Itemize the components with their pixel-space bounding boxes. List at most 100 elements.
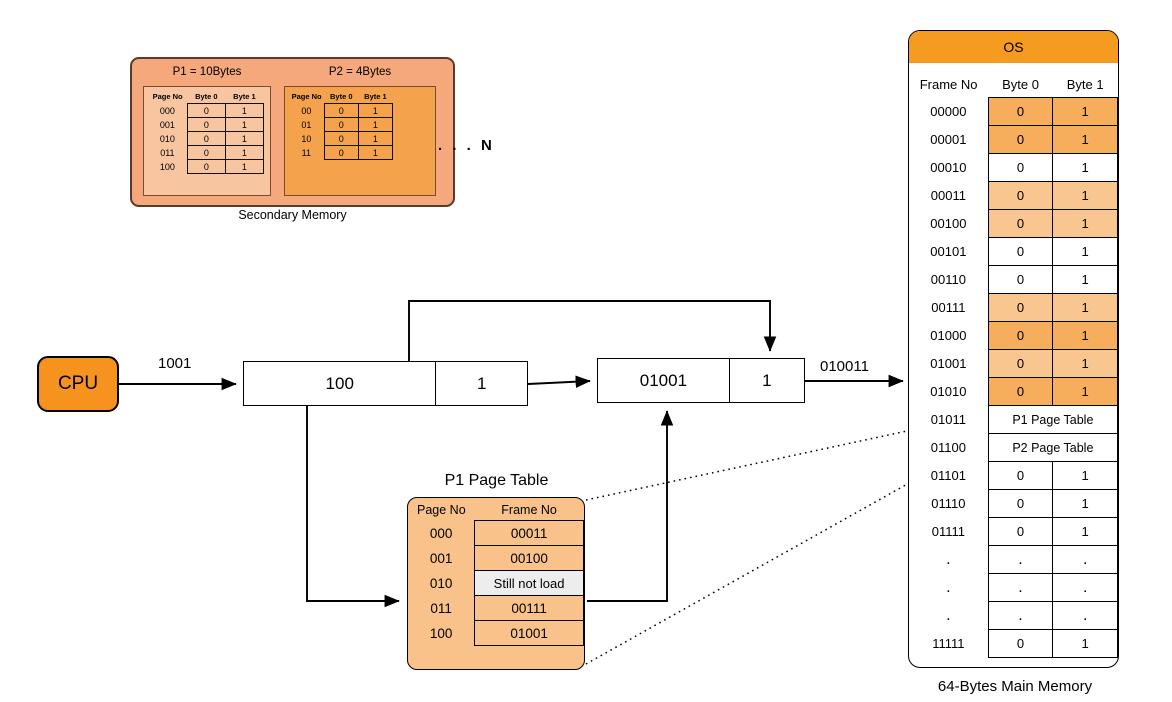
os-region-header: OS <box>909 31 1118 63</box>
byte1-cell: 1 <box>1052 489 1118 518</box>
page-no-cell: 10 <box>301 133 312 144</box>
table-row: 011 00111 <box>408 595 584 621</box>
byte1-cell: 1 <box>357 145 394 160</box>
logical-address-label: 1001 <box>158 355 192 372</box>
frame-no-cell: 01001 <box>474 620 584 646</box>
frame-no-cell: 00111 <box>931 300 966 315</box>
page-no-cell: 000 <box>429 525 453 541</box>
byte0-cell: 0 <box>987 153 1054 182</box>
table-row: 11 0 1 <box>289 145 394 160</box>
physical-address-box: 01001 1 <box>597 358 805 403</box>
secondary-memory-caption: Secondary Memory <box>238 208 347 222</box>
table-header-row: Page No Byte 0 Byte 1 <box>289 90 393 104</box>
page-no-cell: 001 <box>159 119 175 130</box>
col-byte-0: Byte 0 <box>330 92 353 101</box>
table-header-row: Frame No Byte 0 Byte 1 <box>909 77 1118 98</box>
col-frame-no: Frame No <box>919 77 978 93</box>
byte1-cell: 1 <box>1052 461 1118 490</box>
process-p1-title: P1 = 10Bytes <box>172 66 242 78</box>
table-row: 001 00100 <box>408 545 584 571</box>
byte1-cell: 1 <box>1052 293 1118 322</box>
logical-page-number: 100 <box>244 362 437 405</box>
byte0-cell: 0 <box>987 265 1054 294</box>
col-byte-0: Byte 0 <box>1002 77 1039 92</box>
byte1-cell: 1 <box>1052 209 1118 238</box>
byte0-cell: 0 <box>323 103 359 118</box>
byte0-cell: . <box>987 573 1054 602</box>
table-row: 001 0 1 <box>148 117 265 132</box>
cpu-box[interactable]: CPU <box>37 356 119 412</box>
byte1-cell: 1 <box>1052 517 1118 546</box>
logical-offset: 1 <box>476 373 487 393</box>
byte0-cell: 0 <box>323 131 359 146</box>
page-no-cell: 001 <box>429 550 453 566</box>
col-page-no: Page No <box>152 92 183 102</box>
secondary-memory-panel: P1 = 10Bytes Page No Byte 0 Byte 1 000 0 <box>130 57 492 207</box>
byte0-cell: 0 <box>987 97 1054 126</box>
os-label: OS <box>1003 39 1024 55</box>
frame-no-cell: 00111 <box>474 595 584 621</box>
byte1-cell: 1 <box>1052 265 1118 294</box>
table-row: 10 0 1 <box>289 131 394 146</box>
table-row: 011 0 1 <box>148 145 265 160</box>
p1-page-table-grid: Page No Frame No 000 00011 001 00100 010… <box>408 502 584 646</box>
byte0-cell: 0 <box>987 293 1054 322</box>
frame-no-cell: 00101 <box>930 244 967 259</box>
process-p2-table: Page No Byte 0 Byte 1 00 0 1 01 <box>289 90 394 160</box>
byte0-cell: 0 <box>987 349 1054 378</box>
process-p1-table: Page No Byte 0 Byte 1 000 0 1 001 <box>148 90 265 174</box>
byte0-cell: 0 <box>987 629 1054 658</box>
table-row: 000 0 1 <box>148 103 265 118</box>
page-no-cell: 010 <box>429 575 453 591</box>
byte0-cell: . <box>987 601 1054 630</box>
byte0-cell: 0 <box>186 159 226 174</box>
page-no-cell: 100 <box>429 625 453 641</box>
table-row: 01 0 1 <box>289 117 394 132</box>
physical-frame-number: 01001 <box>598 359 730 402</box>
col-byte-0: Byte 0 <box>195 92 218 101</box>
edge-offset-forward <box>527 375 591 388</box>
frame-no-cell: 00100 <box>930 216 967 231</box>
physical-address-label: 010011 <box>820 358 869 375</box>
frame-no-cell: 01111 <box>931 524 965 539</box>
table-row: ... <box>909 545 1118 574</box>
byte0-cell: 0 <box>186 103 226 118</box>
table-row: ... <box>909 601 1118 630</box>
cpu-label: CPU <box>57 373 99 394</box>
page-table-region-cell: P1 Page Table <box>987 405 1118 434</box>
edge-offset-copy <box>408 300 777 361</box>
byte1-cell: 1 <box>357 103 394 118</box>
page-no-cell: 00 <box>301 105 312 116</box>
frame-no-cell-not-loaded: Still not load <box>474 570 584 596</box>
table-row: 010 Still not load <box>408 570 584 596</box>
main-memory-caption: 64-Bytes Main Memory <box>937 678 1093 695</box>
frame-no-cell: . <box>946 578 951 596</box>
table-row: 100 0 1 <box>148 159 265 174</box>
frame-no-cell: 01110 <box>931 496 966 511</box>
table-row: 100 01001 <box>408 620 584 646</box>
byte0-cell: 0 <box>186 145 226 160</box>
frame-no-cell: 00000 <box>930 104 967 119</box>
byte1-cell: . <box>1052 573 1118 602</box>
table-row: 00 0 1 <box>289 103 394 118</box>
frame-no-cell: 00011 <box>474 520 584 546</box>
byte1-cell: 1 <box>357 117 394 132</box>
col-frame-no: Frame No <box>501 503 557 517</box>
table-header-row: Page No Frame No <box>408 502 584 521</box>
byte1-cell: 1 <box>224 145 265 160</box>
byte1-cell: 1 <box>1052 153 1118 182</box>
byte1-cell: 1 <box>1052 377 1118 406</box>
frame-no-cell: 01001 <box>930 356 967 371</box>
byte0-cell: 0 <box>323 117 359 132</box>
byte0-cell: 0 <box>987 377 1054 406</box>
frame-no-cell: . <box>946 606 951 624</box>
byte1-cell: 1 <box>357 131 394 146</box>
